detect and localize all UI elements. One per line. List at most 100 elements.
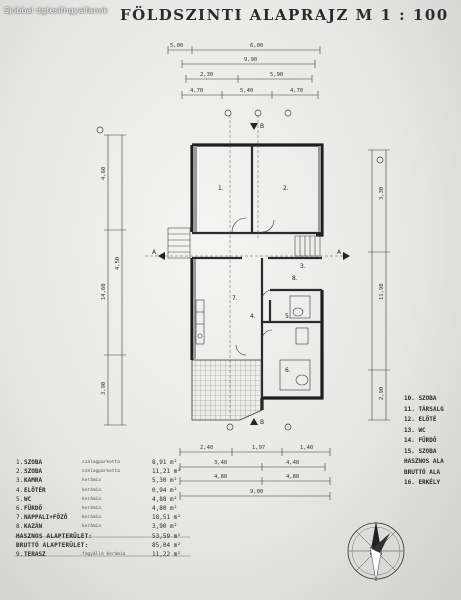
section-mark-right: A <box>337 249 342 256</box>
dim-bottom-row3-a: 4,80 <box>214 474 227 480</box>
legend-floor: kerámia <box>82 505 101 511</box>
legend-floor: kerámia <box>82 487 101 493</box>
room-label-7: 7. <box>232 295 238 302</box>
door-swings <box>231 217 275 356</box>
legend-row: 6. FÜRDŐ kerámia 4,80 m² <box>16 504 186 513</box>
legend-num: 7. <box>16 514 24 522</box>
bathroom-fixtures <box>279 295 311 391</box>
legend-name: SZOBA <box>24 459 43 466</box>
legend-name: WC <box>24 495 32 503</box>
dim-left-4: 3,90 <box>101 382 107 395</box>
terrace-name: TERASZ <box>24 550 46 558</box>
dim-right-1: 3,30 <box>379 187 385 200</box>
legend-area: 11,21 m² <box>152 468 181 476</box>
side-dimension-lines <box>104 134 390 426</box>
legend-area: 4,80 m² <box>152 504 178 512</box>
legend-num: 6. <box>16 504 24 512</box>
entry-steps <box>167 227 191 259</box>
terrace-num: 9. <box>16 550 24 558</box>
page-title: FÖLDSZINTI ALAPRAJZ M 1 : 100 <box>120 6 449 24</box>
right-list-item: HASZNOS ALA <box>404 458 444 465</box>
right-list-item: 12. ELŐTÉ <box>404 416 437 423</box>
legend-floor: kerámia <box>82 478 101 484</box>
section-mark-left: A <box>152 249 157 256</box>
legend-row: 1. SZOBA szalagparketta 8,91 m² <box>16 458 186 467</box>
top-dimension-lines <box>167 46 321 99</box>
section-mark-bottom: B <box>260 419 264 426</box>
room-label-8: 8. <box>292 275 298 282</box>
terrace-area: 11,22 m² <box>152 550 181 558</box>
total-name: HASZNOS ALAPTERÜLET: <box>16 532 93 540</box>
legend-row: 2. SZOBA szalagparketta 11,21 m² <box>16 467 186 476</box>
legend-area: 18,51 m² <box>152 514 181 522</box>
legend-area: 0,94 m² <box>152 486 178 494</box>
bottom-dimension-lines <box>179 448 331 500</box>
legend-floor: szalagparketta <box>82 460 120 465</box>
dim-top-row4b: 5,40 <box>240 88 253 94</box>
dim-bottom-row1-b: 1,97 <box>252 445 265 451</box>
legend-row: 4. ELŐTÉR kerámia 0,94 m² <box>16 486 186 495</box>
terrace-tiles <box>191 359 263 421</box>
legend-name: FÜRDŐ <box>24 504 43 512</box>
room-legend: 1. SZOBA szalagparketta 8,91 m² 2. SZOBA… <box>16 458 186 559</box>
room-label-6: 6. <box>285 367 291 374</box>
legend-floor: szalagparketta <box>82 469 120 475</box>
staircase <box>294 235 321 257</box>
legend-name: SZOBA <box>24 468 43 476</box>
north-compass <box>347 521 405 582</box>
dim-right-3: 2,90 <box>379 387 385 400</box>
legend-num: 5. <box>16 495 24 503</box>
legend-name: NAPPALI+FŐZŐ <box>24 514 68 522</box>
total-area: 85,04 m² <box>152 541 181 549</box>
dim-bottom-row1-a: 2,40 <box>200 445 213 451</box>
legend-total-row: BRUTTÓ ALAPTERÜLET: 85,04 m² <box>16 541 186 550</box>
dim-top-row3a: 2,30 <box>200 72 213 78</box>
legend-row: 7. NAPPALI+FŐZŐ kerámia 18,51 m² <box>16 513 186 522</box>
wall-fill <box>193 146 321 359</box>
right-list-item: 11. TÁRSALG <box>404 405 444 413</box>
upper-floor-legend: 10. SZOBA 11. TÁRSALG 12. ELŐTÉ 13. WC 1… <box>404 394 444 489</box>
room-label-1: 1. <box>218 185 224 192</box>
dim-top-row2: 9,90 <box>244 57 257 63</box>
right-list-item: 13. WC <box>404 426 426 434</box>
legend-floor: kerámia <box>82 524 101 530</box>
terrace-floor: fagyálló kerámia <box>82 551 126 557</box>
legend-row: 5. WC kerámia 4,88 m² <box>16 495 186 504</box>
section-markers <box>158 123 350 425</box>
legend-terrace-row: 9. TERASZ fagyálló kerámia 11,22 m² <box>16 550 186 559</box>
right-list-item: 10. SZOBA <box>404 395 437 402</box>
total-area: 53,59 m² <box>152 532 181 540</box>
legend-area: 3,90 m² <box>152 523 178 531</box>
dim-top-row1-total: 5,00 <box>170 43 183 49</box>
legend-name: KAMRA <box>24 477 43 485</box>
legend-floor: kerámia <box>82 496 101 502</box>
dim-right-2: 11,90 <box>379 283 385 300</box>
legend-row: 8. KAZÁN kerámia 3,90 m² <box>16 522 186 531</box>
legend-total-row: HASZNOS ALAPTERÜLET: 53,59 m² <box>16 532 186 541</box>
right-list-item: BRUTTÓ ALA <box>404 468 441 476</box>
right-list-item: 16. ERKÉLY <box>404 479 441 486</box>
legend-area: 4,88 m² <box>152 495 178 503</box>
dim-bottom-row1-c: 1,40 <box>300 445 313 451</box>
legend-num: 3. <box>16 477 24 485</box>
legend-floor: kerámia <box>82 515 101 521</box>
room-label-3: 3. <box>300 263 306 270</box>
legend-num: 1. <box>16 459 24 466</box>
dim-top-row1-center: 6,00 <box>250 43 263 49</box>
dim-left-1: 4,60 <box>101 167 107 180</box>
dim-left-2: 14,60 <box>101 283 107 300</box>
legend-num: 8. <box>16 523 24 531</box>
legend-row: 3. KAMRA kerámia 5,30 m² <box>16 476 186 485</box>
legend-lines <box>14 536 190 557</box>
dim-bottom-row2-b: 4,40 <box>286 460 299 466</box>
section-mark-top: B <box>260 123 264 130</box>
right-list-item: 15. SZOBA <box>404 447 437 455</box>
dim-top-row3b: 5,90 <box>270 72 283 78</box>
dim-bottom-row3-b: 4,80 <box>286 474 299 480</box>
legend-name: KAZÁN <box>24 523 43 531</box>
room-label-5: 5. <box>285 313 291 320</box>
dim-bottom-row4: 9,00 <box>250 489 263 495</box>
watermark: Sjobbal dgtesifngyalfanok <box>4 6 108 15</box>
